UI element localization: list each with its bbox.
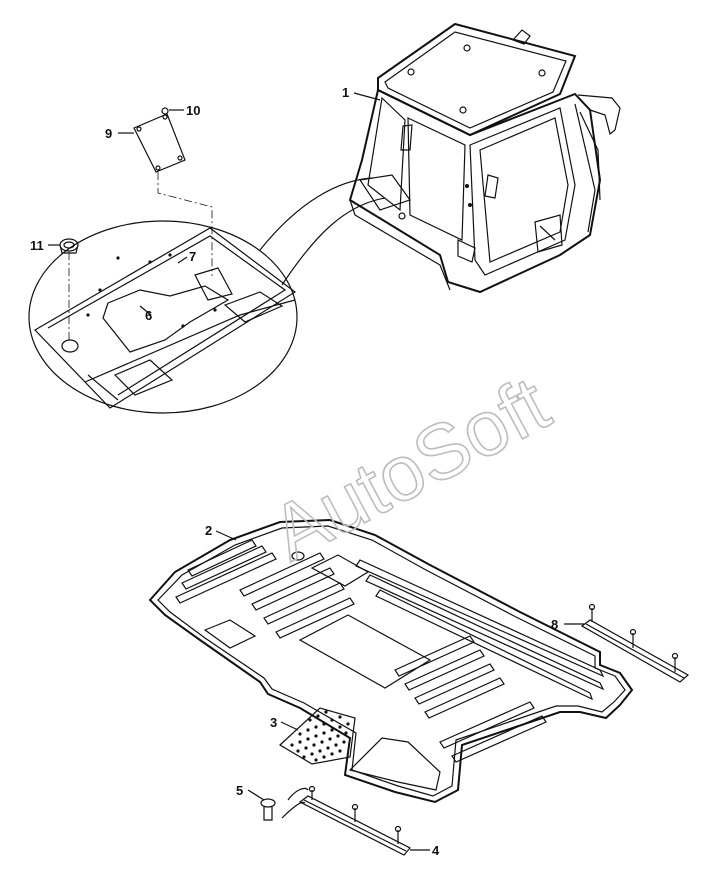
grommet-item-11 [59, 238, 79, 254]
cover-plate [133, 113, 186, 173]
screw-item-10 [161, 107, 169, 115]
callout-1: 1 [342, 85, 349, 100]
callout-4: 4 [432, 843, 440, 858]
callout-10: 10 [186, 103, 200, 118]
callout-5: 5 [236, 783, 243, 798]
callout-9: 9 [105, 126, 112, 141]
watermark: AutoSoft [257, 359, 563, 577]
stud-item-5 [260, 798, 276, 821]
trim-strip-item-4 [281, 785, 411, 856]
callout-11: 11 [30, 238, 44, 253]
detail-connector [259, 177, 373, 251]
trim-strip-item-8 [580, 603, 690, 683]
callout-3: 3 [270, 715, 277, 730]
cab-assembly [348, 22, 621, 294]
callout-6: 6 [145, 308, 152, 323]
leader-lines [48, 92, 584, 851]
callout-8: 8 [551, 617, 558, 632]
callout-7: 7 [189, 249, 196, 264]
callout-2: 2 [205, 523, 212, 538]
vent-grate [279, 707, 356, 765]
floor-mat [148, 518, 634, 804]
assembly-line [157, 172, 213, 276]
detail-view [28, 220, 298, 414]
